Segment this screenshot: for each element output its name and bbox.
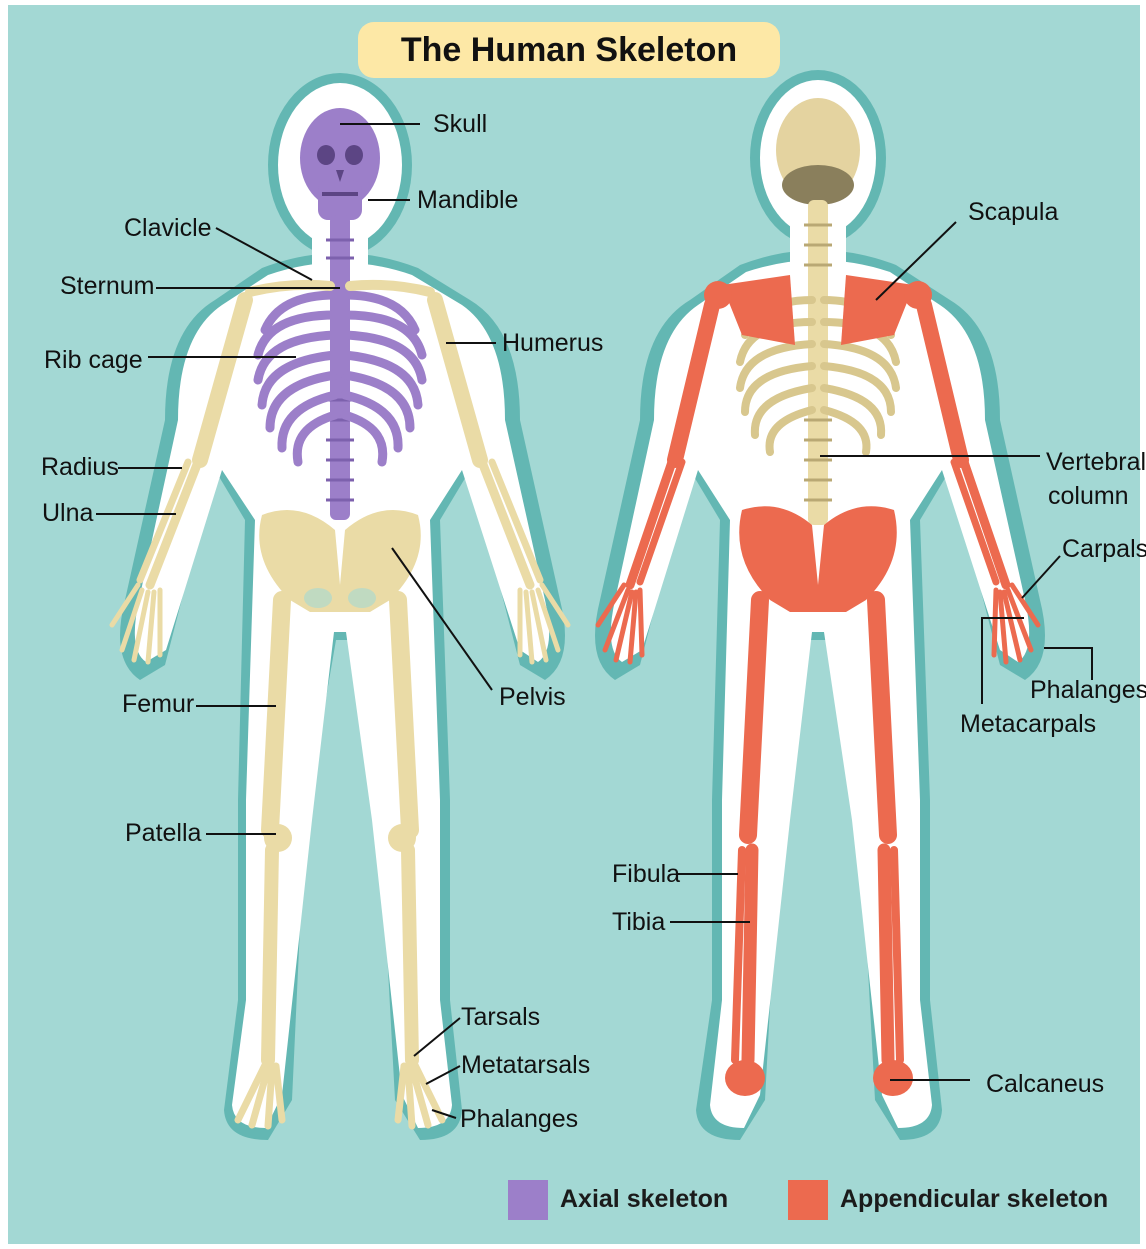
label-mandible: Mandible [417, 188, 518, 213]
label-vertebral-column-line2: column [1048, 484, 1129, 509]
label-patella: Patella [125, 821, 201, 846]
label-vertebral-column-line1: Vertebral [1046, 450, 1146, 475]
label-calcaneus: Calcaneus [986, 1072, 1104, 1097]
label-phalanges-foot: Phalanges [460, 1107, 578, 1132]
legend-swatch-axial [508, 1180, 548, 1220]
label-pelvis: Pelvis [499, 685, 566, 710]
label-clavicle: Clavicle [124, 216, 212, 241]
legend-label-axial: Axial skeleton [560, 1187, 728, 1212]
label-radius: Radius [41, 455, 119, 480]
label-skull: Skull [433, 112, 487, 137]
legend-label-appendicular: Appendicular skeleton [840, 1187, 1108, 1212]
label-scapula: Scapula [968, 200, 1058, 225]
label-fibula: Fibula [612, 862, 680, 887]
label-metacarpals: Metacarpals [960, 712, 1096, 737]
label-carpals: Carpals [1062, 537, 1146, 562]
diagram-title: The Human Skeleton [401, 31, 737, 70]
label-phalanges-hand: Phalanges [1030, 678, 1146, 703]
label-rib-cage: Rib cage [44, 348, 143, 373]
title-box: The Human Skeleton [358, 22, 780, 78]
label-femur: Femur [122, 692, 194, 717]
legend-swatch-appendicular [788, 1180, 828, 1220]
label-metatarsals: Metatarsals [461, 1053, 590, 1078]
label-tibia: Tibia [612, 910, 665, 935]
label-sternum: Sternum [60, 274, 154, 299]
label-humerus: Humerus [502, 331, 603, 356]
label-ulna: Ulna [42, 501, 93, 526]
label-tarsals: Tarsals [461, 1005, 540, 1030]
